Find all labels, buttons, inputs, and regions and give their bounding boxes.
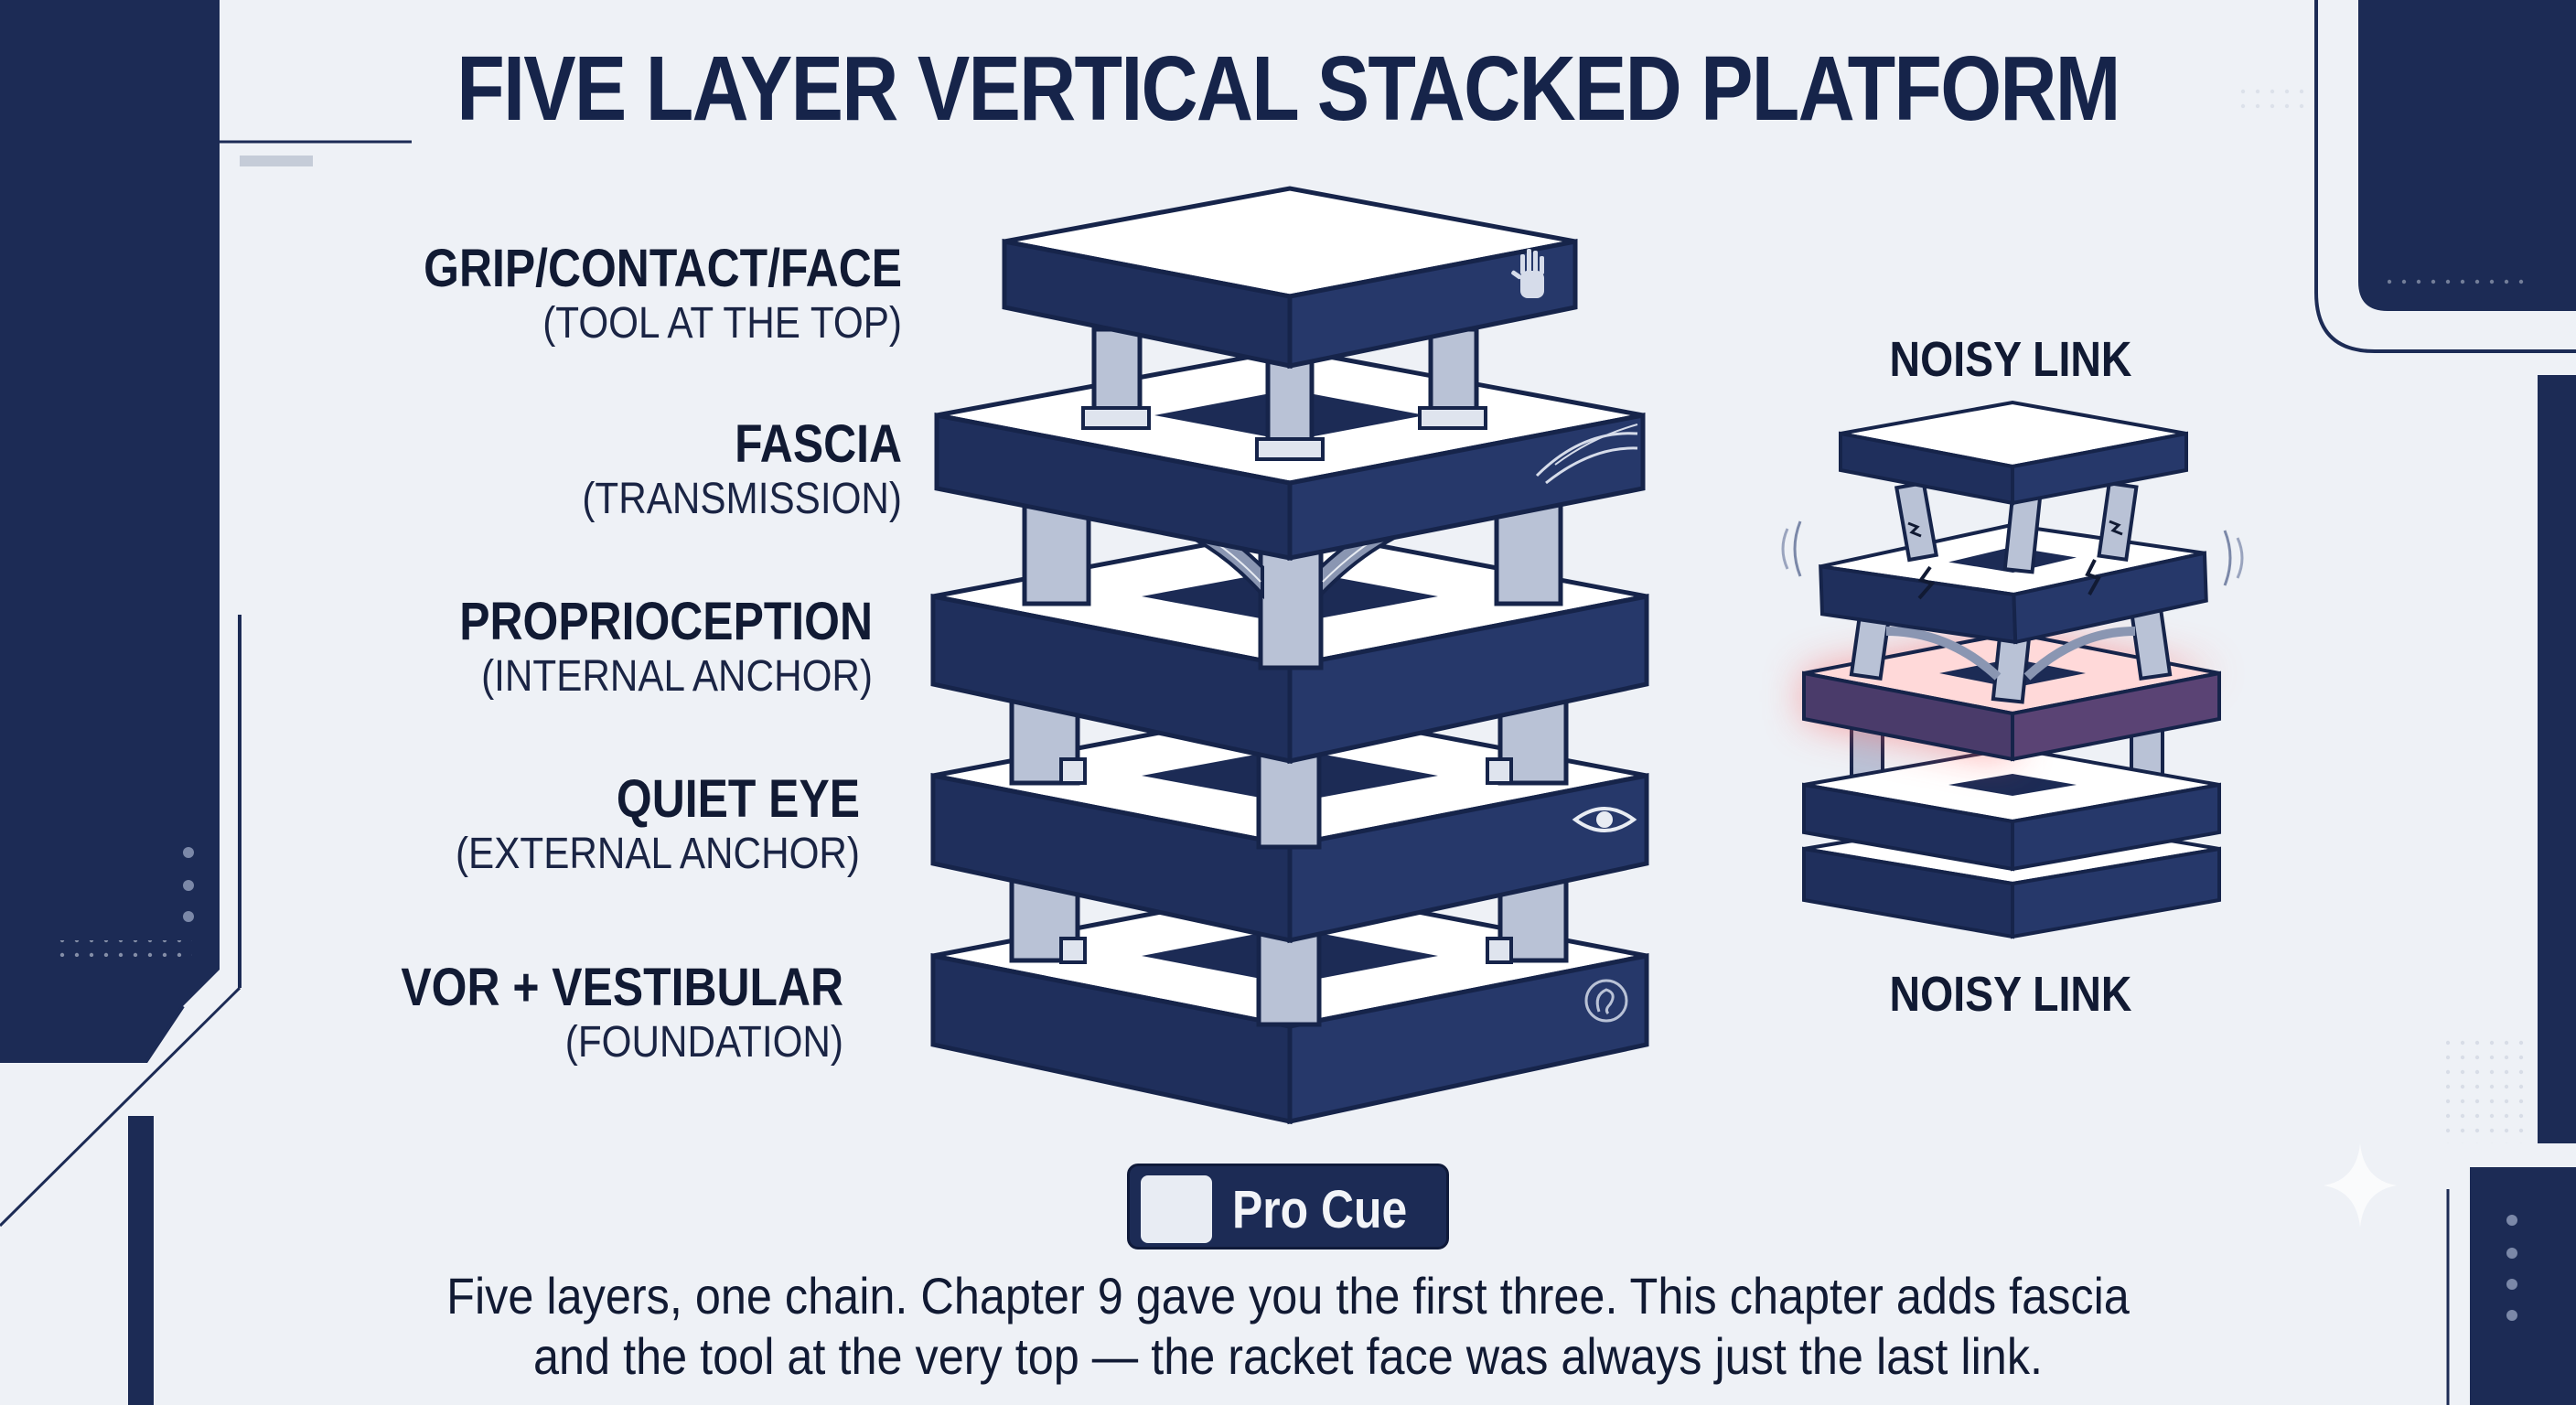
fascia-fibers-icon (1535, 424, 1638, 485)
eye-icon (1572, 807, 1637, 832)
noisy-link-label-top: NOISY LINK (1889, 332, 2132, 387)
caption-line-2: and the tool at the very top — the racke… (532, 1327, 2044, 1385)
platform-layer-grip (1002, 186, 1578, 370)
layer-subtitle: (EXTERNAL ANCHOR) (455, 830, 860, 878)
layer-subtitle: (INTERNAL ANCHOR) (481, 652, 873, 701)
noisy-link-tower (1781, 400, 2244, 939)
layer-label-vestibular: VOR + VESTIBULAR (FOUNDATION) (203, 959, 843, 1068)
layer-heading: PROPRIOCEPTION (459, 592, 873, 651)
layer-heading: QUIET EYE (616, 769, 860, 829)
layer-label-grip: GRIP/CONTACT/FACE (TOOL AT THE TOP) (262, 240, 902, 349)
caption-line-1: Five layers, one chain. Chapter 9 gave y… (446, 1267, 2130, 1325)
layer-label-proprioception: PROPRIOCEPTION (INTERNAL ANCHOR) (232, 593, 873, 702)
hand-icon (1511, 249, 1544, 298)
pro-cue-badge: Pro Cue (1127, 1164, 1449, 1249)
platform-tower (930, 186, 1649, 1125)
layer-heading: VOR + VESTIBULAR (401, 958, 843, 1017)
layer-label-quiet-eye: QUIET EYE (EXTERNAL ANCHOR) (220, 770, 860, 880)
pro-cue-label: Pro Cue (1232, 1180, 1408, 1239)
layer-subtitle: (TOOL AT THE TOP) (542, 299, 902, 348)
layer-label-fascia: FASCIA (TRANSMISSION) (262, 415, 902, 525)
page-title: FIVE LAYER VERTICAL STACKED PLATFORM (456, 38, 2120, 140)
layer-subtitle: (FOUNDATION) (564, 1018, 843, 1067)
layer-subtitle: (TRANSMISSION) (582, 475, 902, 523)
inner-ear-icon (1584, 979, 1628, 1023)
caption: Five layers, one chain. Chapter 9 gave y… (0, 1266, 2576, 1387)
layer-heading: GRIP/CONTACT/FACE (424, 239, 902, 298)
noisy-link-label-bottom: NOISY LINK (1889, 967, 2132, 1022)
layer-heading: FASCIA (735, 414, 902, 474)
star-icon-frame (1141, 1175, 1212, 1243)
